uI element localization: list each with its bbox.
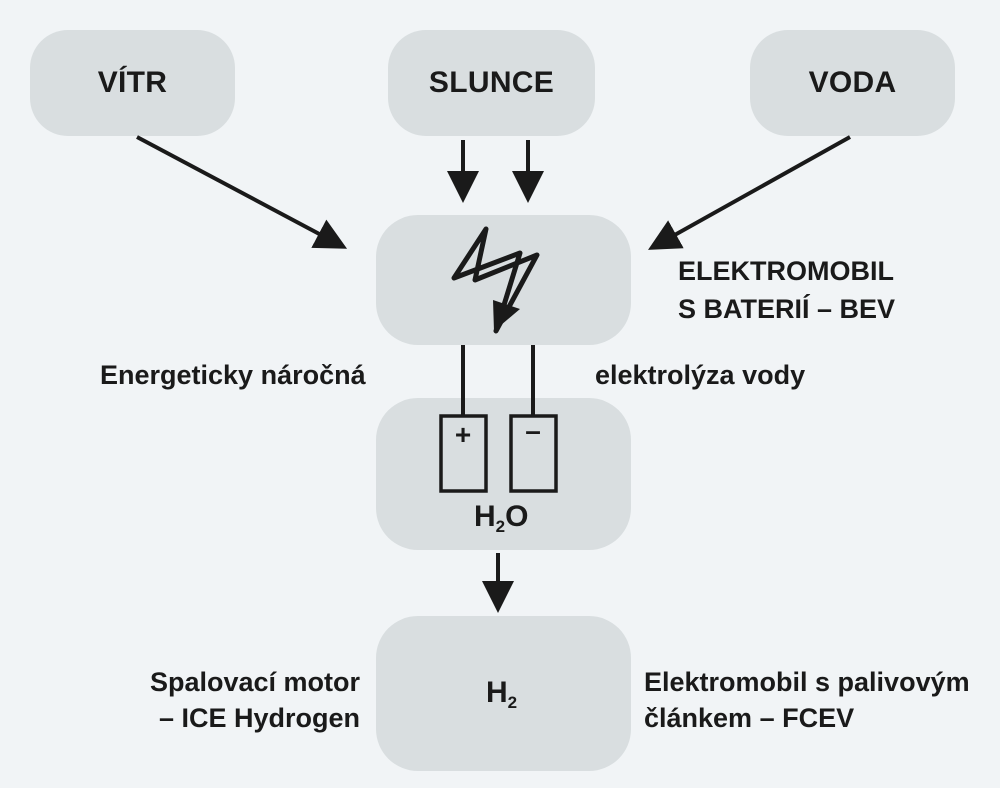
water-formula: H2O [474, 500, 529, 536]
lightning-bolt-icon [451, 226, 540, 334]
anode-electrode-icon [439, 414, 488, 493]
electricity-node [376, 215, 631, 345]
wind-arrow [136, 135, 348, 249]
anode-plus-sign: + [455, 419, 471, 450]
bev-label: ELEKTROMOBIL S BATERIÍ – BEV [678, 252, 895, 328]
wind-source-label: VÍTR [97, 66, 168, 99]
fcev-label-line-1: Elektromobil s palivovým [644, 667, 970, 697]
ice-label: Spalovací motor – ICE Hydrogen [150, 664, 360, 736]
ice-label-line-1: Spalovací motor [149, 667, 360, 697]
electrolysis-node [376, 398, 631, 550]
electrolysis-label-right: elektrolýza vody [595, 360, 806, 390]
hydrogen-node [376, 616, 631, 771]
water-source-label: VODA [808, 66, 897, 99]
hydrogen-formula: H2 [486, 676, 518, 712]
lightning-bolt-arrowhead [493, 300, 520, 331]
sun-source-label: SLUNCE [428, 66, 555, 99]
cathode-minus-sign: – [525, 415, 541, 446]
electrolysis-label-left: Energeticky náročná [100, 360, 366, 390]
fcev-label-line-2: článkem – FCEV [644, 703, 855, 733]
bev-label-line-1: ELEKTROMOBIL [678, 256, 894, 286]
water-source-node: VODA [750, 30, 955, 136]
wind-source-node: VÍTR [30, 30, 235, 136]
cathode-electrode-icon [509, 414, 558, 493]
ice-label-line-2: – ICE Hydrogen [158, 703, 360, 733]
water-arrow [648, 135, 851, 250]
fcev-label: Elektromobil s palivovým článkem – FCEV [644, 664, 970, 736]
bev-label-line-2: S BATERIÍ – BEV [678, 294, 896, 324]
sun-source-node: SLUNCE [388, 30, 595, 136]
